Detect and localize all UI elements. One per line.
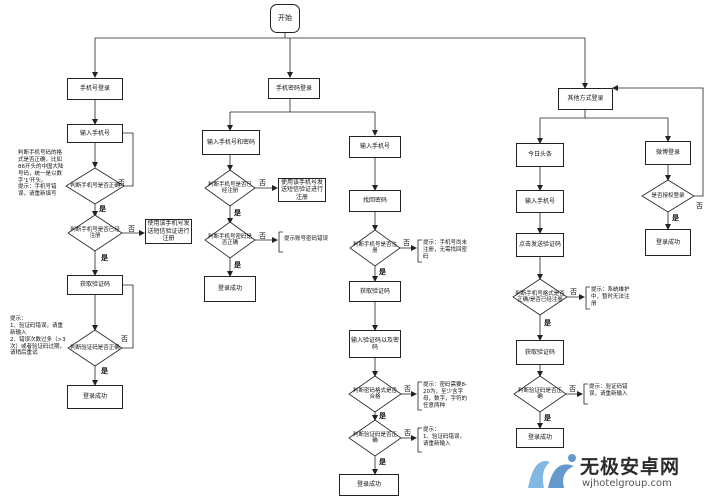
decision-diamond: [204, 169, 256, 207]
note-bracket: [585, 286, 590, 310]
no-label: 否: [403, 239, 410, 247]
note-bracket: [278, 231, 283, 253]
no-label: 否: [259, 179, 266, 187]
note-bracket: [417, 381, 422, 411]
watermark-url: wjhotelgroup.com: [582, 478, 672, 489]
check-code-d-label: 判断验证码是否正确: [517, 387, 562, 400]
no-label: 否: [570, 288, 577, 296]
note-bracket: [417, 239, 422, 263]
code-tip-note: 提示： 1、验证码错误，请重新输入 2、错误次数过多（>3次）或者验证码过期，请…: [10, 316, 66, 357]
click-send-code-box: 点击发送验证码: [516, 233, 564, 257]
no-label: 否: [128, 225, 135, 233]
decision-diamond: [67, 329, 123, 367]
yes-label: 是: [544, 319, 551, 327]
note-bracket: [583, 383, 588, 405]
yes-label: 是: [379, 412, 386, 420]
no-label: 否: [696, 202, 703, 210]
retrieve-password-box: 找回密码: [349, 190, 401, 212]
get-code-box: 获取验证码: [67, 275, 123, 295]
weibo-login-box: 微博登录: [645, 141, 691, 165]
password-rule-note: 提示：密码需要8-20为，至少含字母，数字，字符的任意两种: [423, 382, 468, 409]
decision-diamond: [65, 167, 125, 205]
format-tip-note: 判断手机号码的格式是否正确，比如86开头的中国大陆号码，统一是以数字'1'开头。…: [18, 150, 64, 198]
unregistered-note: 提示：手机号尚未注册，无需找回密码: [423, 240, 468, 260]
input-phone-box: 输入手机号: [67, 124, 123, 143]
start-node: 开始: [270, 4, 300, 33]
yes-label: 是: [234, 261, 241, 269]
decision-diamond: [204, 221, 256, 259]
input-phone-d-box: 输入手机号: [516, 190, 564, 213]
get-code-c-box: 获取验证码: [349, 281, 401, 302]
decision-diamond: [513, 375, 567, 413]
login-success-e-box: 登录成功: [645, 229, 691, 256]
code-tip-d-note: 提示：验证码错误，请重新输入: [589, 384, 628, 397]
yes-label: 是: [234, 209, 241, 217]
login-success-c-box: 登录成功: [339, 474, 399, 496]
input-phone-password-box: 输入手机号和密码: [202, 130, 260, 155]
check-code-label: 判断验证码是否正确: [70, 344, 120, 351]
input-code-password-box: 输入验证码以及密码: [349, 330, 401, 358]
input-phone-c-box: 输入手机号: [349, 136, 401, 158]
password-error-note: 提示账号密码错误: [284, 236, 329, 242]
send-sms-register-box: 使用该手机号发送短信验证进行注册: [278, 178, 326, 202]
check-registered-b-label: 判断手机号是否已经注册: [207, 181, 252, 194]
decision-diamond: [349, 229, 401, 267]
watermark-logo-icon: [528, 454, 576, 488]
toutiao-box: 今日头条: [516, 143, 564, 167]
decision-diamond: [67, 214, 123, 252]
yes-label: 是: [101, 367, 108, 375]
no-label: 否: [118, 179, 125, 187]
no-label: 否: [259, 232, 266, 240]
login-success-b-box: 登录成功: [204, 276, 256, 302]
yes-label: 是: [99, 205, 106, 213]
decision-diamond: [512, 278, 568, 316]
no-label: 否: [404, 429, 411, 437]
check-registered-c-label: 判断手机号是否注册: [352, 241, 397, 254]
other-login-box: 其他方式登录: [558, 88, 613, 110]
code-tip-c-note: 提示： 1、验证码错误，请重新输入: [423, 427, 465, 447]
decision-diamond: [348, 375, 402, 413]
password-login-box: 手机密码登录: [268, 78, 320, 99]
connector: [612, 85, 704, 197]
yes-label: 是: [379, 458, 386, 466]
no-label: 否: [404, 385, 411, 393]
yes-label: 是: [101, 254, 108, 262]
check-password-format-label: 判断密码格式是否合格: [352, 387, 397, 400]
get-code-d-box: 获取验证码: [516, 340, 564, 365]
no-label: 否: [121, 335, 128, 343]
maintenance-note: 提示：系统维护中，暂时无法注册: [591, 287, 630, 307]
check-registered-label: 判断手机号是否已经注册: [70, 226, 120, 239]
decision-diamond: [641, 179, 695, 213]
check-phone-d-label: 判断手机号格式是否正确/是否已经注册: [515, 290, 565, 303]
register-verify-box: 使用该手机号发送短信验证进行注册: [145, 219, 192, 244]
connector: [114, 130, 134, 187]
check-auth-label: 是否授权登录: [651, 192, 685, 199]
note-bracket: [417, 427, 422, 453]
decision-diamond: [348, 419, 402, 457]
check-format-label: 判断手机号是否正确: [70, 182, 120, 189]
check-code-c-label: 判断验证码是否正确: [352, 431, 397, 444]
no-label: 否: [569, 385, 576, 393]
check-password-label: 判断手机号密码是否正确: [207, 233, 252, 246]
login-success-box: 登录成功: [67, 385, 123, 409]
yes-label: 是: [379, 268, 386, 276]
yes-label: 是: [544, 414, 551, 422]
watermark-title: 无极安卓网: [580, 456, 681, 478]
phone-login-box: 手机号登录: [67, 78, 123, 100]
connector: [114, 282, 134, 349]
yes-label: 是: [672, 214, 679, 222]
login-success-d-box: 登录成功: [516, 428, 564, 448]
